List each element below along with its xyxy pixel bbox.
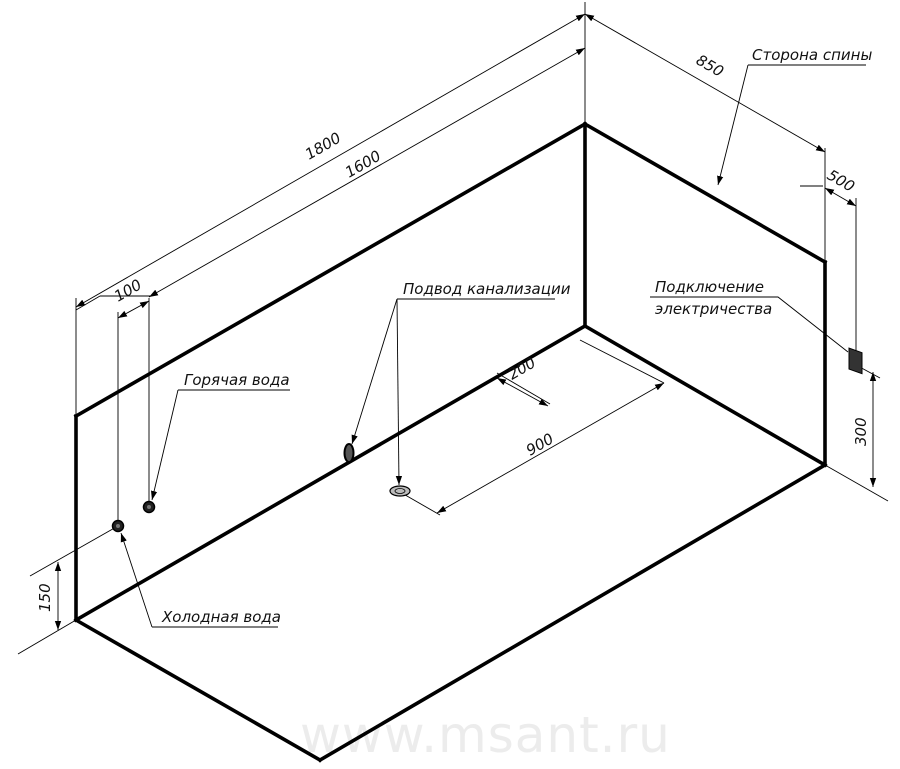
label-drain-connection: Подвод канализации xyxy=(403,280,571,298)
edge-floor-right xyxy=(317,462,828,763)
dim-line-900 xyxy=(436,382,665,514)
dim-150: 150 xyxy=(36,583,54,612)
watermark: www.msant.ru xyxy=(300,706,671,764)
label-electric-line1: Подключение xyxy=(655,278,764,296)
dim-1800: 1800 xyxy=(302,129,344,164)
cold-water-outlet-core xyxy=(116,524,120,528)
edge-back-top xyxy=(582,121,828,265)
extension-lines xyxy=(17,2,889,655)
dim-300: 300 xyxy=(852,417,870,446)
callout-labels: Сторона спины Подвод канализации Подключ… xyxy=(161,46,872,626)
dim-850: 850 xyxy=(693,51,727,81)
label-electric-line2: электричества xyxy=(655,300,772,318)
fixtures xyxy=(111,347,863,533)
dim-200: 200 xyxy=(505,354,539,384)
label-cold-water: Холодная вода xyxy=(161,608,281,626)
dim-1600: 1600 xyxy=(342,147,384,182)
callout-leaders xyxy=(120,64,866,628)
dim-line-1800 xyxy=(75,13,586,308)
bathtub-outline xyxy=(73,121,828,763)
dim-line-200 xyxy=(496,377,549,407)
dim-line-1600 xyxy=(148,47,586,298)
dimension-values: 1800 1600 850 500 100 200 900 300 150 xyxy=(36,51,870,612)
dim-500: 500 xyxy=(824,166,858,196)
hot-water-outlet-core xyxy=(147,505,151,509)
dim-line-500 xyxy=(824,187,857,207)
drain-outlet xyxy=(389,485,411,497)
dim-line-100 xyxy=(117,300,150,319)
dim-100: 100 xyxy=(111,276,145,306)
edge-back-bottom xyxy=(582,323,828,468)
label-hot-water: Горячая вода xyxy=(184,371,290,389)
dim-900: 900 xyxy=(523,430,557,460)
edge-floor-left xyxy=(73,617,323,763)
overflow-outlet xyxy=(343,443,355,463)
electric-socket xyxy=(848,347,863,375)
label-back-side: Сторона спины xyxy=(752,46,872,64)
dim-line-850 xyxy=(584,13,826,153)
dimension-lines xyxy=(54,13,877,630)
drain-outlet-inner xyxy=(394,488,406,494)
